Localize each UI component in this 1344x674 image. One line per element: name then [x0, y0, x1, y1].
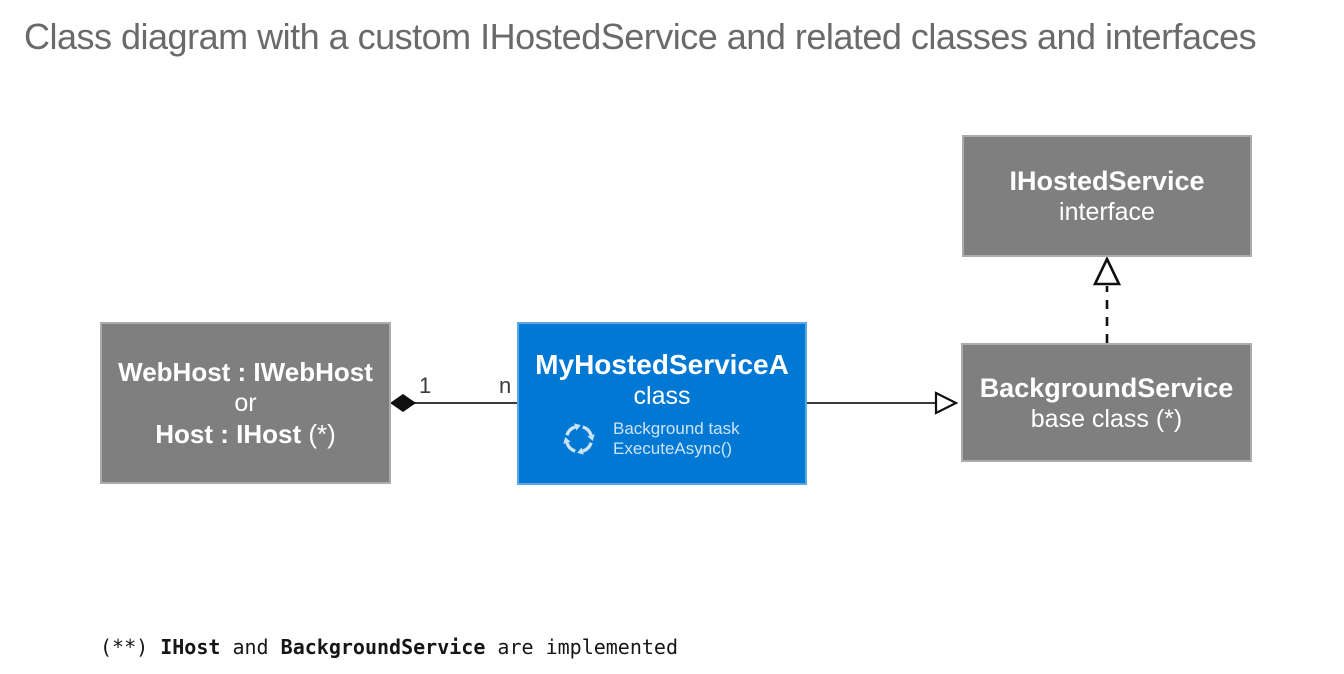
node-ihostedservice-name: IHostedService	[1009, 166, 1205, 196]
node-host: WebHost : IWebHost or Host : IHost (*)	[100, 322, 391, 484]
node-backgroundservice: BackgroundService base class (*)	[961, 343, 1252, 462]
node-host-or: or	[234, 389, 257, 417]
multiplicity-label-n: n	[499, 373, 512, 398]
feature-caption: Background task ExecuteAsync()	[613, 419, 740, 459]
composition-diamond-icon	[390, 394, 416, 412]
multiplicity-label-1: 1	[419, 373, 432, 398]
sync-arrows-icon	[561, 422, 597, 456]
feature-caption-line1: Background task	[613, 418, 740, 438]
node-myhostedservice: MyHostedServiceA class Background task E…	[517, 322, 807, 485]
node-myhostedservice-name: MyHostedServiceA	[535, 348, 789, 380]
footnote: (**) IHost and BackgroundService are imp…	[100, 582, 678, 674]
background-task-feature: Background task ExecuteAsync()	[559, 419, 740, 459]
node-backgroundservice-kind: base class (*)	[1030, 404, 1183, 433]
node-host-line3-suffix: (*)	[301, 419, 336, 449]
generalization-arrowhead-icon	[934, 391, 959, 415]
realization-arrowhead-icon	[1092, 255, 1122, 286]
node-ihostedservice-kind: interface	[1059, 198, 1155, 226]
node-host-line3: Host : IHost (*)	[155, 418, 336, 450]
diagram-title: Class diagram with a custom IHostedServi…	[24, 16, 1257, 57]
footnote-line1: (**) IHost and BackgroundService are imp…	[100, 635, 679, 659]
node-myhostedservice-kind: class	[633, 381, 691, 410]
node-backgroundservice-name: BackgroundService	[979, 372, 1234, 403]
node-host-line3-bold: Host : IHost	[155, 419, 302, 449]
node-host-line1: WebHost : IWebHost	[118, 357, 373, 387]
feature-caption-line2: ExecuteAsync()	[613, 438, 733, 458]
node-ihostedservice: IHostedService interface	[962, 135, 1252, 257]
